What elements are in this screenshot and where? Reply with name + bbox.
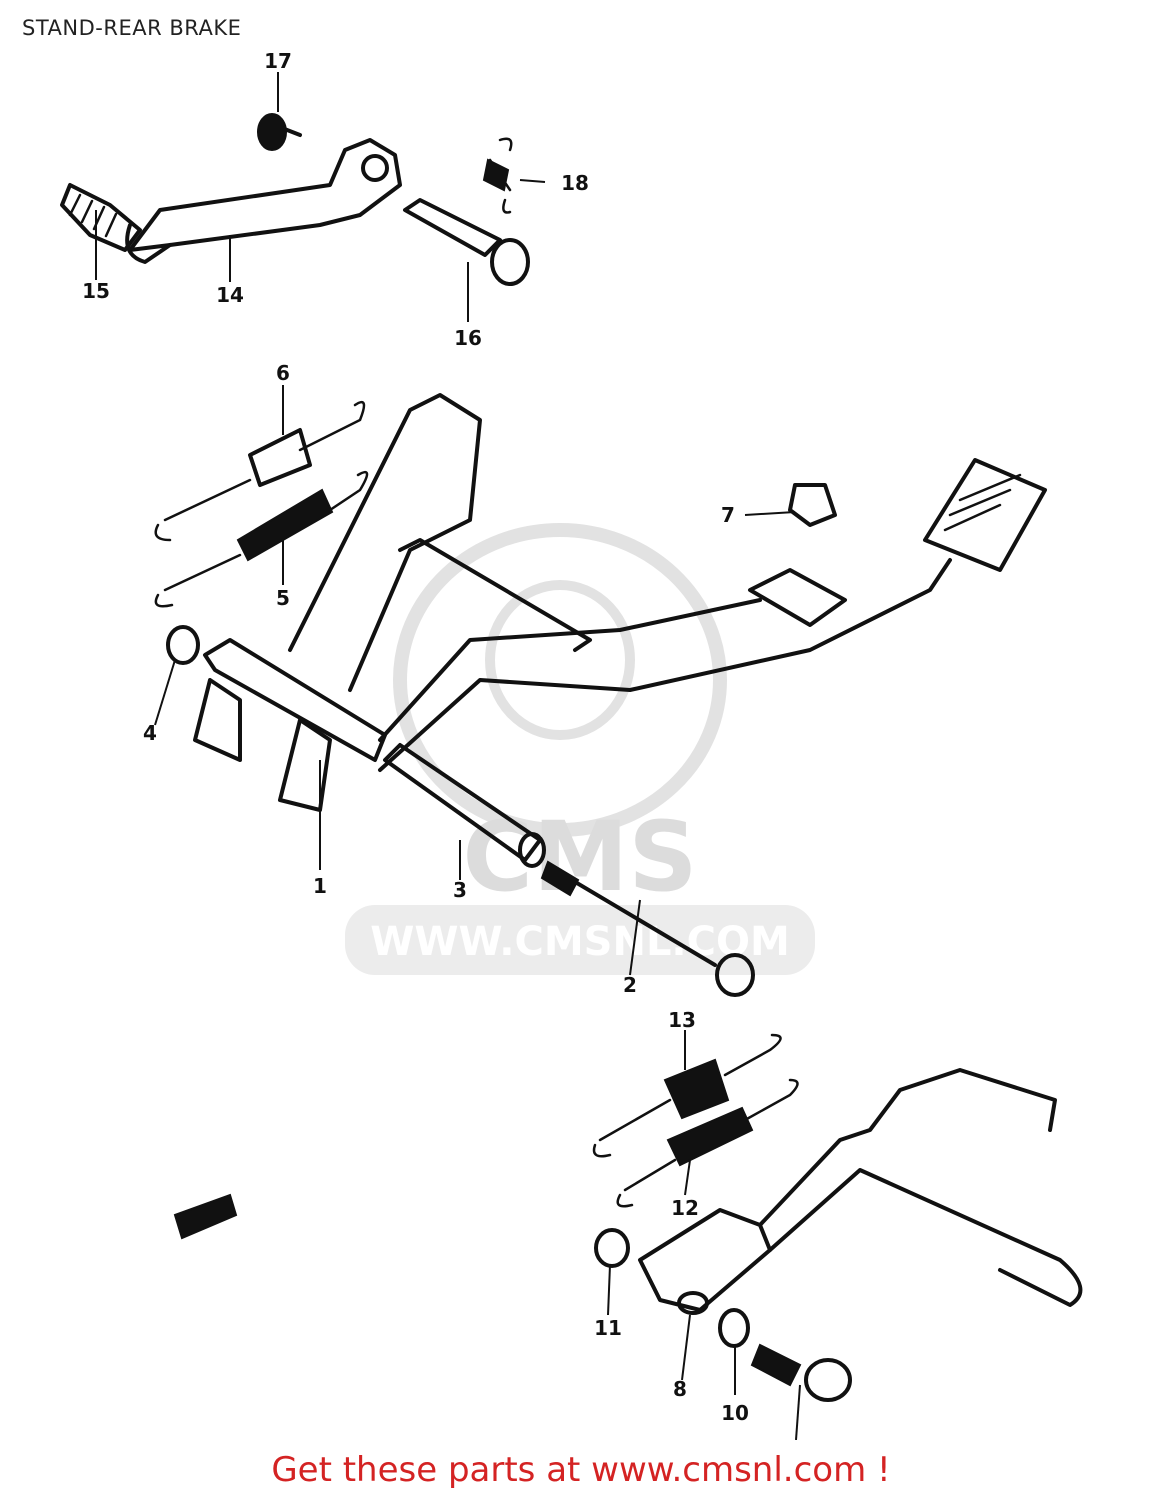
callout-5: 5	[276, 586, 290, 610]
callout-11: 11	[594, 1316, 622, 1340]
part-1-center-stand	[193, 393, 952, 812]
part-3-pipe	[383, 743, 546, 868]
part-17-bolt	[257, 113, 302, 151]
cms-watermark: CMS WWW.CMSNL.COM	[345, 523, 815, 975]
callout-18: 18	[561, 171, 589, 195]
watermark-logo-ring	[393, 523, 727, 837]
part-14-shift-lever	[125, 138, 402, 264]
part-16-shaft	[403, 198, 530, 286]
callout-12: 12	[671, 1196, 699, 1220]
part-9-bolt	[750, 1343, 852, 1402]
part-13-spring	[592, 1033, 782, 1158]
callout-10: 10	[721, 1401, 749, 1425]
part-10-washer	[718, 1308, 750, 1348]
callout-6: 6	[276, 361, 290, 385]
callout-7: 7	[721, 503, 735, 527]
part-5-spring	[154, 470, 369, 608]
callout-3: 3	[453, 878, 467, 902]
part-4-washer	[166, 625, 200, 665]
part-7-nut	[788, 483, 837, 527]
part-18-spring	[482, 137, 513, 214]
callout-13: 13	[668, 1008, 696, 1032]
callout-1: 1	[313, 874, 327, 898]
callout-16: 16	[454, 326, 482, 350]
callout-17: 17	[264, 49, 292, 73]
loose-spring-piece	[173, 1193, 238, 1240]
callout-14: 14	[216, 283, 244, 307]
callout-labels: 1 2 3 4 5 6 7 8 9 10 11 12 13 14 15 16 1…	[82, 49, 749, 1425]
get-parts-link[interactable]: Get these parts at www.cmsnl.com !	[271, 1450, 891, 1490]
brake-pedal-pad	[748, 458, 1047, 627]
exploded-parts-diagram: CMS WWW.CMSNL.COM	[60, 49, 1083, 1440]
leader-lines	[95, 72, 801, 1440]
watermark-url-text: WWW.CMSNL.COM	[370, 919, 790, 965]
part-8-brake-pedal	[638, 1068, 1083, 1315]
part-11-nut	[594, 1228, 630, 1268]
page-title: STAND-REAR BRAKE	[22, 16, 242, 40]
watermark-logo-face	[485, 580, 635, 740]
callout-8: 8	[673, 1377, 687, 1401]
part-2-bolt	[540, 860, 755, 997]
part-6-spring	[154, 400, 366, 542]
callout-2: 2	[623, 973, 637, 997]
part-12-spring	[616, 1078, 799, 1208]
watermark-url-pill	[345, 905, 815, 975]
callout-4: 4	[143, 721, 157, 745]
part-15-rubber-grip	[60, 183, 142, 252]
callout-15: 15	[82, 279, 110, 303]
watermark-logo-text: CMS	[462, 801, 697, 913]
